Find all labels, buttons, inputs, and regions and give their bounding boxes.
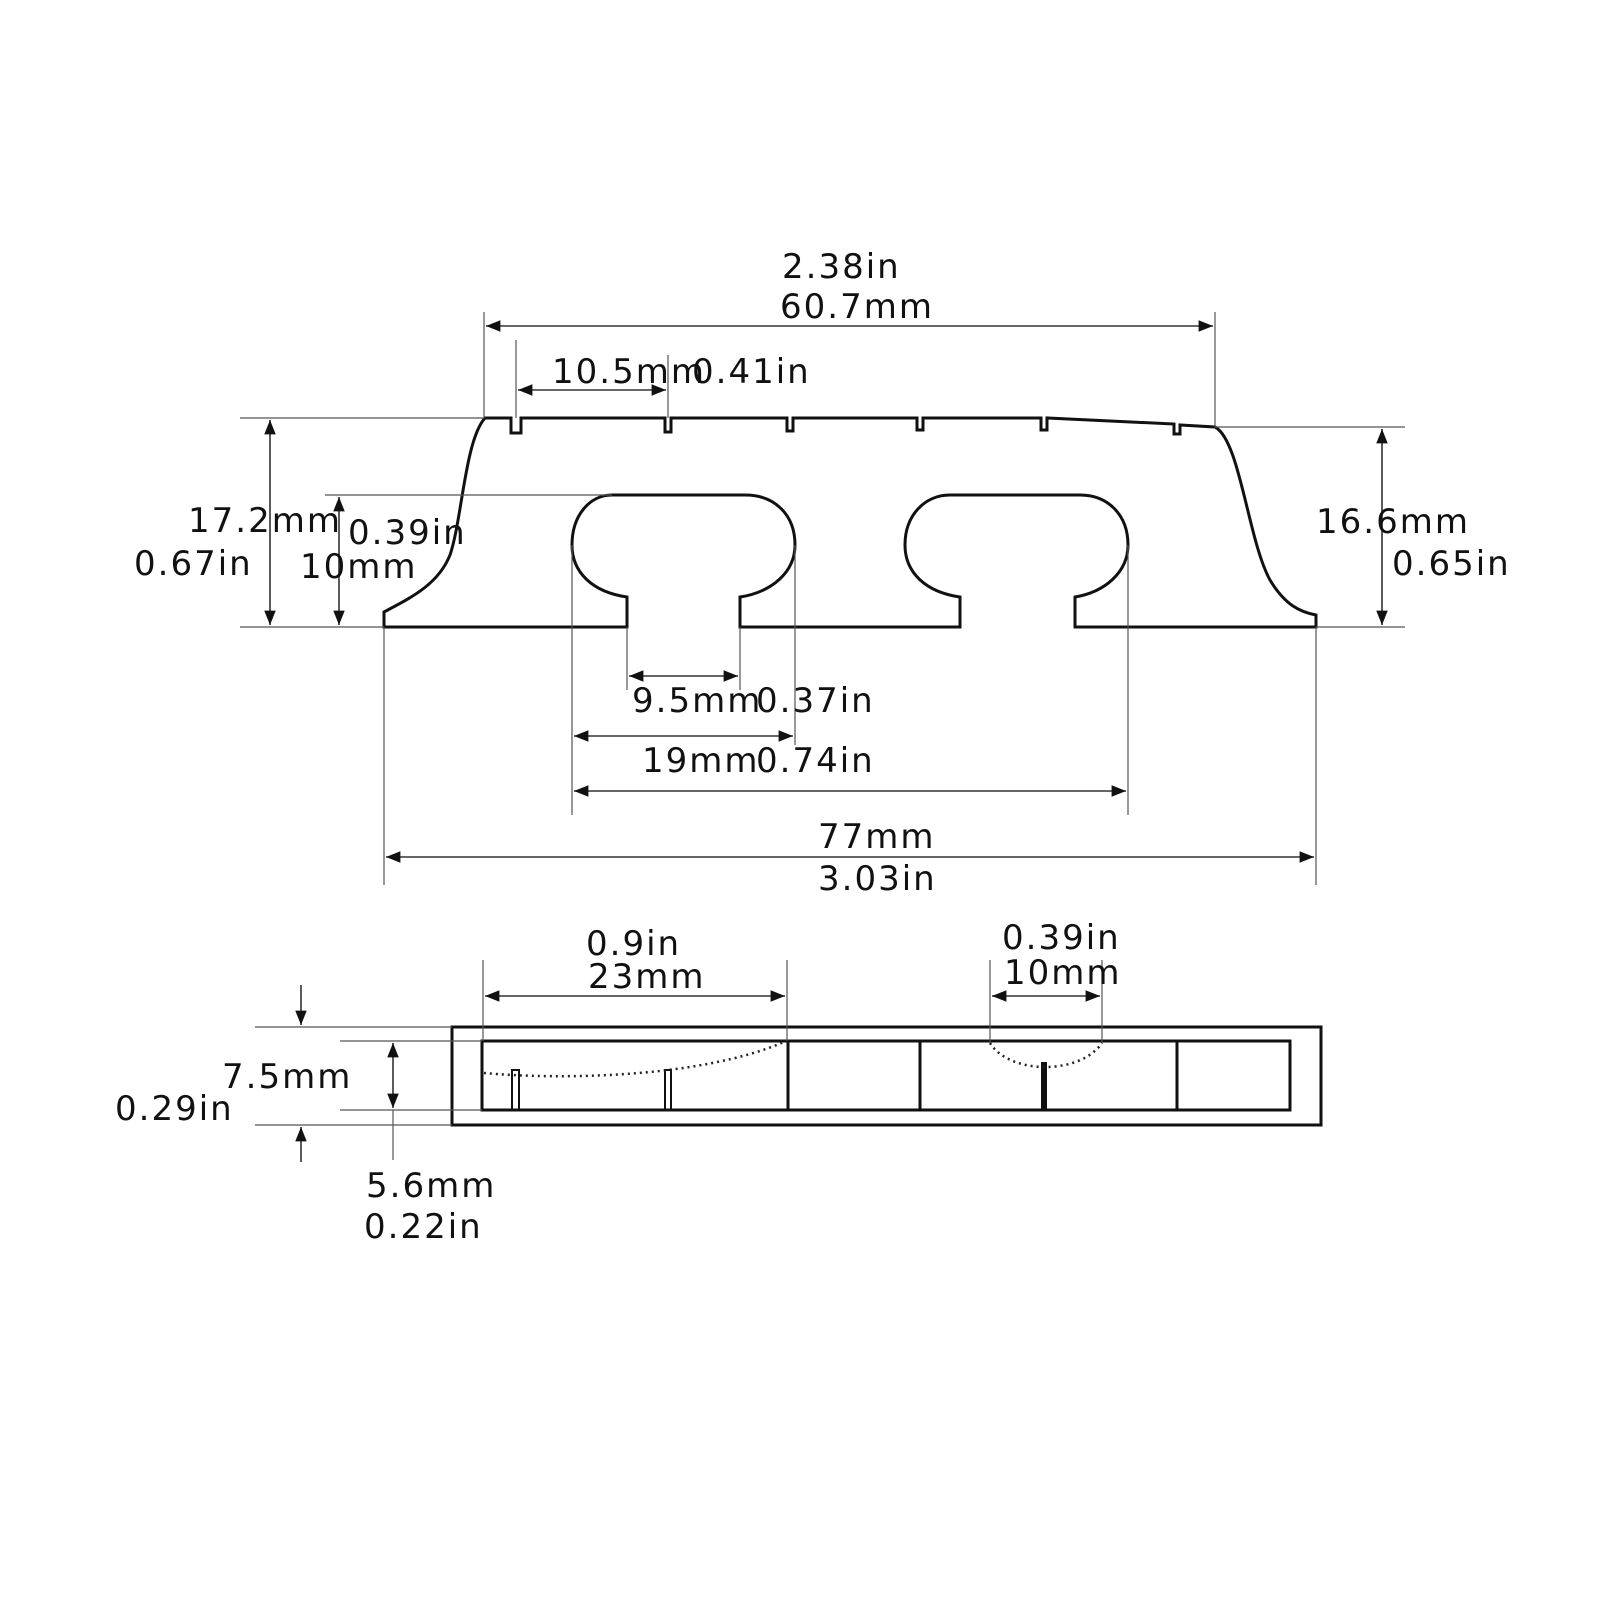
string-spacing-mm-label: 10.5mm	[552, 352, 706, 392]
left-height-mm-label: 17.2mm	[188, 501, 342, 541]
top-width-mm-label: 60.7mm	[780, 287, 934, 327]
outer-thickness-mm-label: 7.5mm	[222, 1057, 352, 1097]
total-width-mm-label: 77mm	[818, 817, 936, 857]
inner-thickness-mm-label: 5.6mm	[366, 1166, 496, 1206]
span-in-label: 0.9in	[586, 924, 681, 964]
foot-cut-in-label: 0.39in	[348, 513, 467, 553]
top-width-in-label: 2.38in	[782, 247, 901, 287]
arch-mm-label: 10mm	[1004, 953, 1122, 993]
foot-gap-mm-label: 9.5mm	[632, 681, 762, 721]
string-spacing-in-label: 0.41in	[692, 352, 811, 392]
right-height-mm-label: 16.6mm	[1316, 502, 1470, 542]
arch-in-label: 0.39in	[1002, 918, 1121, 958]
foot-gap-in-label: 0.37in	[756, 681, 875, 721]
total-width-in-label: 3.03in	[818, 859, 937, 899]
left-height-in-label: 0.67in	[134, 544, 253, 584]
arch-width-mm-label: 19mm	[642, 741, 760, 781]
top-view	[450, 1025, 1323, 1127]
outer-thickness-in-label: 0.29in	[115, 1089, 234, 1129]
bridge-profile	[382, 416, 1318, 629]
extension-lines	[240, 312, 1405, 885]
dimension-lines	[264, 320, 1388, 863]
inner-thickness-in-label: 0.22in	[364, 1207, 483, 1247]
span-mm-label: 23mm	[588, 957, 706, 997]
arch-width-in-label: 0.74in	[756, 741, 875, 781]
right-height-in-label: 0.65in	[1392, 544, 1511, 584]
foot-cut-mm-label: 10mm	[300, 547, 418, 587]
top-view-dimensions	[255, 960, 1103, 1162]
